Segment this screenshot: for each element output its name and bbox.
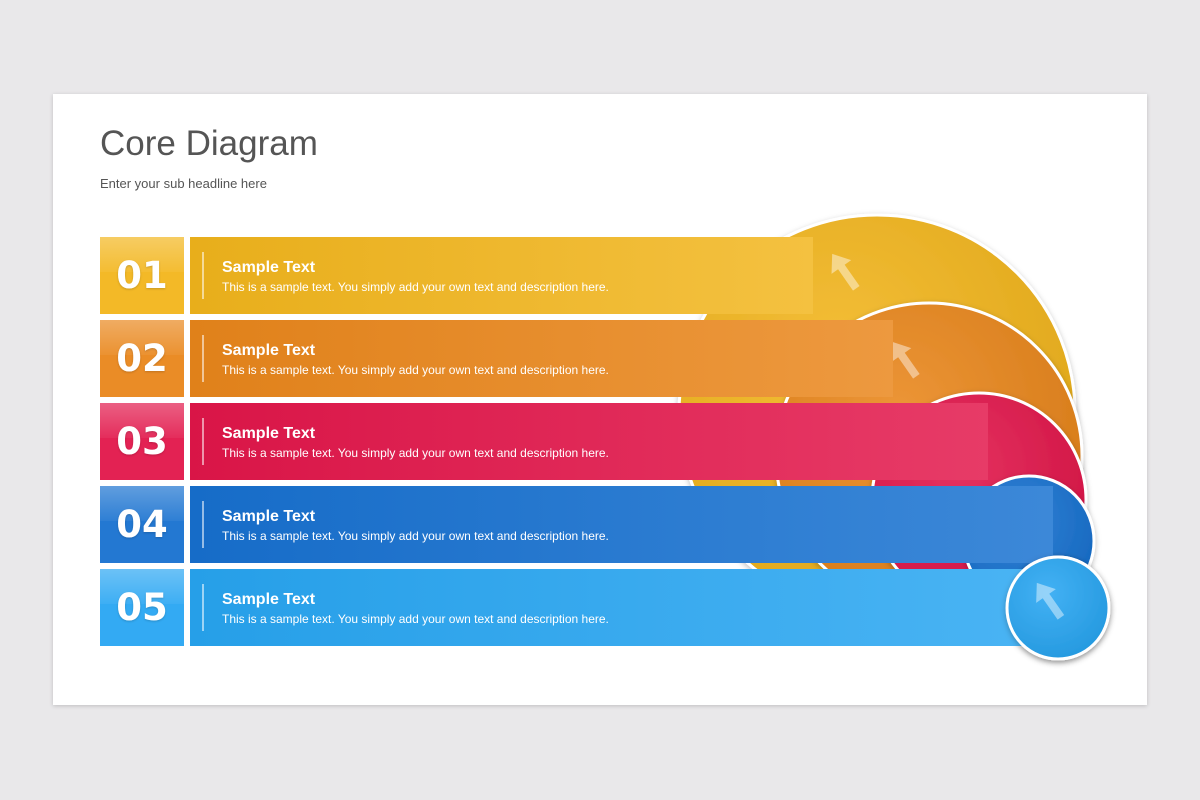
item-number-badge: 05	[100, 569, 184, 646]
bar-divider	[202, 335, 204, 382]
text-bar-5	[190, 569, 1053, 646]
bar-divider	[202, 252, 204, 299]
item-description: This is a sample text. You simply add yo…	[222, 612, 609, 626]
item-number: 02	[116, 337, 168, 380]
item-number: 01	[116, 254, 168, 297]
core-circle-5-front	[1005, 555, 1111, 661]
page-title: Core Diagram	[100, 124, 318, 163]
item-heading: Sample Text	[222, 591, 316, 608]
item-heading: Sample Text	[222, 342, 316, 359]
text-bar-2	[190, 320, 893, 397]
number-block-1	[100, 237, 184, 314]
item-description: This is a sample text. You simply add yo…	[222, 446, 609, 460]
bar-divider	[202, 584, 204, 631]
item-number-badge: 04	[100, 486, 184, 563]
item-description: This is a sample text. You simply add yo…	[222, 529, 609, 543]
text-bar-4	[190, 486, 1053, 563]
text-bar-3	[190, 403, 988, 480]
item-heading: Sample Text	[222, 425, 316, 442]
text-bar-1	[190, 237, 813, 314]
arrow-up-icon	[831, 253, 860, 291]
number-block-3	[100, 403, 184, 480]
arrow-up-icon	[891, 341, 920, 379]
number-block-5	[100, 569, 184, 646]
number-block-4	[100, 486, 184, 563]
item-number: 03	[116, 420, 168, 463]
item-number-badge: 03	[100, 403, 184, 480]
slide: Core Diagram Enter your sub headline her…	[53, 94, 1147, 705]
item-number: 04	[116, 503, 168, 546]
bar-divider	[202, 418, 204, 465]
item-number-badge: 01	[100, 237, 184, 314]
item-number: 05	[116, 586, 168, 629]
core-bars	[100, 237, 1111, 661]
item-description: This is a sample text. You simply add yo…	[222, 363, 609, 377]
item-description: This is a sample text. You simply add yo…	[222, 280, 609, 294]
list-item-5: 05 Sample Text This is a sample text. Yo…	[100, 569, 1100, 646]
list-item-3: 03 Sample Text This is a sample text. Yo…	[100, 403, 1100, 480]
number-block-2	[100, 320, 184, 397]
item-number-badge: 02	[100, 320, 184, 397]
item-heading: Sample Text	[222, 259, 316, 276]
list-item-1: 01 Sample Text This is a sample text. Yo…	[100, 237, 1100, 314]
arrow-up-icon	[1036, 582, 1065, 620]
list-item-2: 02 Sample Text This is a sample text. Yo…	[100, 320, 1100, 397]
bar-divider	[202, 501, 204, 548]
item-heading: Sample Text	[222, 508, 316, 525]
page-subtitle: Enter your sub headline here	[100, 176, 267, 191]
list-item-4: 04 Sample Text This is a sample text. Yo…	[100, 486, 1100, 563]
core-diagram	[100, 213, 1111, 661]
